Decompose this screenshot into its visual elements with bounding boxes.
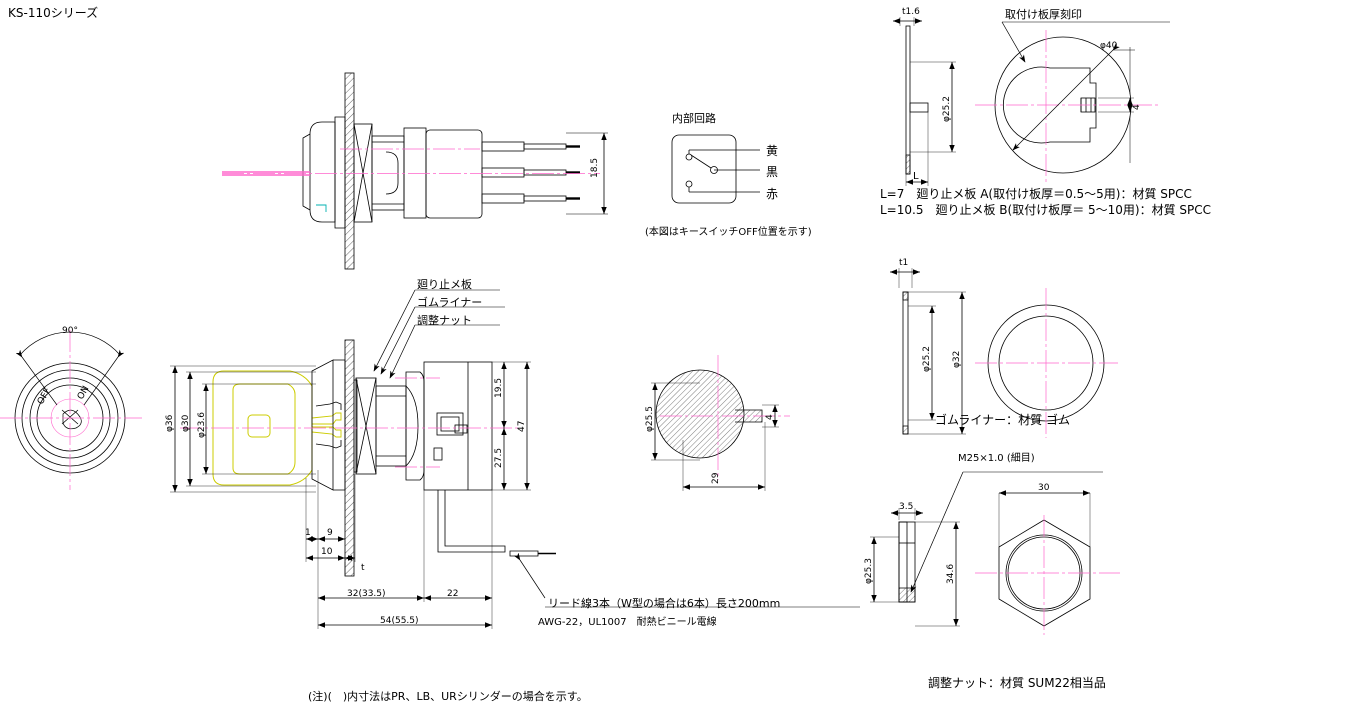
sheet-footnote: (注)( )内寸法はPR、LB、URシリンダーの場合を示す。	[308, 689, 588, 703]
nut-dim-35: 3.5	[899, 502, 913, 512]
section-dim-4: 4	[765, 414, 775, 420]
stopplate-dim-L: L	[913, 171, 919, 182]
front-view-angle: 90°	[62, 326, 78, 336]
lead-note-line1: リード線3本（W型の場合は6本）長さ200mm	[548, 596, 780, 610]
nut-thread-label: M25×1.0 (細目)	[958, 451, 1035, 464]
liner-dim-d252: φ25.2	[922, 346, 932, 372]
liner-dim-d32: φ32	[952, 351, 962, 368]
main-dim-275: 27.5	[494, 448, 504, 468]
section-dim-29: 29	[711, 472, 721, 484]
main-dim-d36: φ36	[165, 414, 175, 432]
nut-dim-346: 34.6	[946, 564, 956, 584]
stopplate-dim-t16: t1.6	[902, 7, 920, 17]
stopplate-spec-b: L=10.5 廻り止メ板 B(取付け板厚＝ 5〜10用)：材質 SPCC	[880, 202, 1211, 217]
stopplate-dim-4: 4	[1132, 104, 1142, 110]
callout-adjust-nut: 調整ナット	[417, 313, 472, 327]
main-dim-9: 9	[327, 528, 333, 538]
stopplate-spec-a: L=7 廻り止メ板 A(取付け板厚＝0.5〜5用)：材質 SPCC	[880, 186, 1192, 201]
callout-rubber-liner: ゴムライナー	[417, 295, 482, 309]
sheet-title: KS-110シリーズ	[8, 5, 98, 20]
main-dim-t: t	[361, 563, 365, 573]
lead-note-line2: AWG-22，UL1007 耐熱ビニール電線	[538, 615, 717, 628]
circuit-note: (本図はキースイッチOFF位置を示す)	[645, 225, 812, 238]
main-dim-195: 19.5	[494, 378, 504, 398]
circuit-wire-black: 黒	[766, 165, 778, 179]
main-dim-d30: φ30	[181, 414, 191, 432]
main-dim-1: 1	[305, 528, 311, 538]
front-view-on-label: ON	[76, 385, 92, 402]
stopplate-callout-stamp: 取付け板厚刻印	[1005, 7, 1082, 21]
callout-stop-plate: 廻り止メ板	[417, 277, 472, 291]
stopplate-dim-d40: φ40	[1100, 41, 1118, 51]
main-dim-22: 22	[447, 589, 458, 599]
top-assembly-dim-height: 18.5	[590, 158, 600, 178]
stopplate-dim-d252: φ25.2	[942, 96, 952, 122]
main-dim-10: 10	[321, 547, 333, 557]
main-dim-32: 32(33.5)	[347, 589, 386, 599]
main-dim-d236: φ23.6	[197, 412, 207, 438]
nut-dim-d253: φ25.3	[864, 558, 874, 584]
main-dim-47: 47	[517, 421, 527, 432]
circuit-wire-red: 赤	[766, 187, 778, 201]
nut-caption: 調整ナット：材質 SUM22相当品	[928, 675, 1106, 690]
nut-dim-30: 30	[1038, 483, 1050, 493]
circuit-wire-yellow: 黄	[766, 144, 778, 158]
liner-dim-t1: t1	[899, 258, 908, 268]
section-dim-d255: φ25.5	[645, 406, 655, 432]
main-dim-54: 54(55.5)	[380, 616, 419, 626]
liner-caption: ゴムライナー：材質 ゴム	[935, 412, 1070, 427]
circuit-title: 内部回路	[672, 111, 716, 125]
